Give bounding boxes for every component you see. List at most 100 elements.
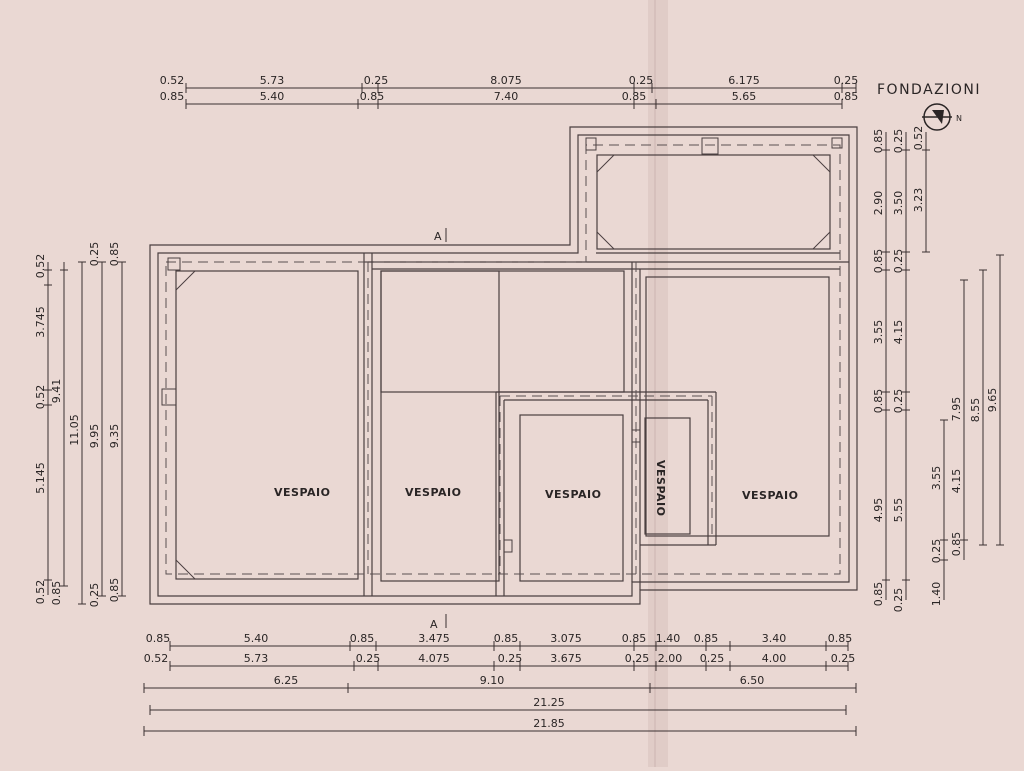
pier-squares	[161, 137, 843, 553]
dim-label: 0.85	[160, 90, 185, 103]
dim-label: 0.52	[34, 385, 47, 410]
dim-label: 3.50	[892, 191, 905, 216]
dim-label: 3.55	[872, 320, 885, 345]
dim-label: 0.85	[50, 581, 63, 606]
dim-label: 5.55	[892, 498, 905, 523]
left-col-3: 11.05	[68, 261, 86, 605]
left-col-2: 9.41 0.85	[50, 262, 68, 605]
room-outline-1	[175, 270, 359, 580]
dim-label: 0.25	[700, 652, 725, 665]
dim-label: 0.25	[892, 389, 905, 414]
dim-label: 9.65	[986, 388, 999, 413]
dim-label: 5.145	[34, 462, 47, 494]
dim-label: 8.55	[969, 398, 982, 423]
dim-label: 0.25	[892, 588, 905, 613]
dim-label: 0.25	[930, 539, 943, 564]
paper-fold	[648, 0, 668, 767]
dim-label: 0.85	[828, 632, 853, 645]
outer-perimeter	[149, 126, 858, 605]
dim-label: 0.85	[108, 242, 121, 267]
dim-label: 2.00	[658, 652, 683, 665]
dim-label: 0.25	[892, 249, 905, 274]
dim-label: 11.05	[68, 414, 81, 446]
dim-label: 8.075	[490, 74, 522, 87]
room-outline-3	[519, 414, 624, 582]
dim-label: 3.675	[550, 652, 582, 665]
right-col-6: 8.55	[969, 269, 987, 546]
wall-centerlines	[165, 144, 841, 575]
dim-label: 6.50	[740, 674, 765, 687]
room-label-4: VESPAIO	[654, 460, 667, 516]
north-label: N	[956, 114, 962, 123]
room-chamfers	[175, 154, 831, 580]
dim-label: 2.90	[872, 191, 885, 216]
right-col-1: 0.852.900.853.550.854.950.85	[872, 129, 890, 607]
dim-label: 0.25	[831, 652, 856, 665]
room-label-2: VESPAIO	[405, 486, 461, 499]
bottom-row-4: 21.25	[149, 696, 847, 715]
dim-label: 4.00	[762, 652, 787, 665]
right-col-4: 3.55 0.25 1.40	[930, 419, 948, 607]
dim-label: 21.85	[533, 717, 565, 730]
north-arrow-icon	[922, 103, 952, 131]
dim-label: 0.25	[625, 652, 650, 665]
dim-label: 0.85	[872, 389, 885, 414]
dim-label: 0.85	[872, 582, 885, 607]
dim-label: 9.10	[480, 674, 505, 687]
dim-label: 0.85	[494, 632, 519, 645]
dim-label: 0.85	[834, 90, 859, 103]
dim-label: 3.40	[762, 632, 787, 645]
dim-label: 0.85	[622, 90, 647, 103]
inner-perimeter	[157, 134, 850, 597]
dim-label: 1.40	[656, 632, 681, 645]
dim-label: 5.65	[732, 90, 757, 103]
room-outline-4	[644, 417, 691, 535]
dim-label: 0.85	[146, 632, 171, 645]
dim-label: 0.52	[144, 652, 169, 665]
dim-label: 3.23	[912, 188, 925, 213]
room-outline-5	[645, 276, 830, 537]
dim-label: 0.52	[912, 126, 925, 151]
dim-label: 0.25	[629, 74, 654, 87]
dim-label: 0.85	[108, 578, 121, 603]
centerline-outer	[165, 144, 841, 575]
bottom-row-5: 21.85	[143, 717, 857, 736]
section-mark-bottom: A	[430, 618, 438, 631]
left-col-5: 0.859.350.85	[108, 242, 126, 603]
dim-label: 3.55	[930, 466, 943, 491]
dim-label: 4.15	[950, 469, 963, 494]
dim-label: 21.25	[533, 696, 565, 709]
dim-label: 5.40	[260, 90, 285, 103]
dim-label: 3.075	[550, 632, 582, 645]
right-col-7: 9.65	[986, 254, 1004, 546]
dim-label: 6.25	[274, 674, 299, 687]
drawing-title: FONDAZIONI	[877, 82, 981, 98]
right-dimensions: 0.852.900.853.550.854.950.850.253.500.25…	[872, 126, 1004, 613]
dim-label: 1.40	[930, 582, 943, 607]
room-label-5: VESPAIO	[742, 489, 798, 502]
dim-label: 5.73	[260, 74, 285, 87]
dim-label: 0.85	[622, 632, 647, 645]
dim-label: 0.85	[950, 532, 963, 557]
dim-label: 0.85	[350, 632, 375, 645]
right-col-2: 0.253.500.254.150.255.550.25	[892, 129, 910, 613]
dim-label: 0.25	[88, 583, 101, 608]
dim-label: 0.52	[160, 74, 185, 87]
dim-label: 9.41	[50, 379, 63, 404]
room-label-1: VESPAIO	[274, 486, 330, 499]
dim-label: 5.73	[244, 652, 269, 665]
room-outline-2	[380, 270, 625, 393]
dim-label: 0.85	[360, 90, 385, 103]
dim-label: 5.40	[244, 632, 269, 645]
dim-label: 0.25	[834, 74, 859, 87]
dim-label: 6.175	[728, 74, 760, 87]
dim-label: 0.25	[356, 652, 381, 665]
dim-label: 4.15	[892, 320, 905, 345]
